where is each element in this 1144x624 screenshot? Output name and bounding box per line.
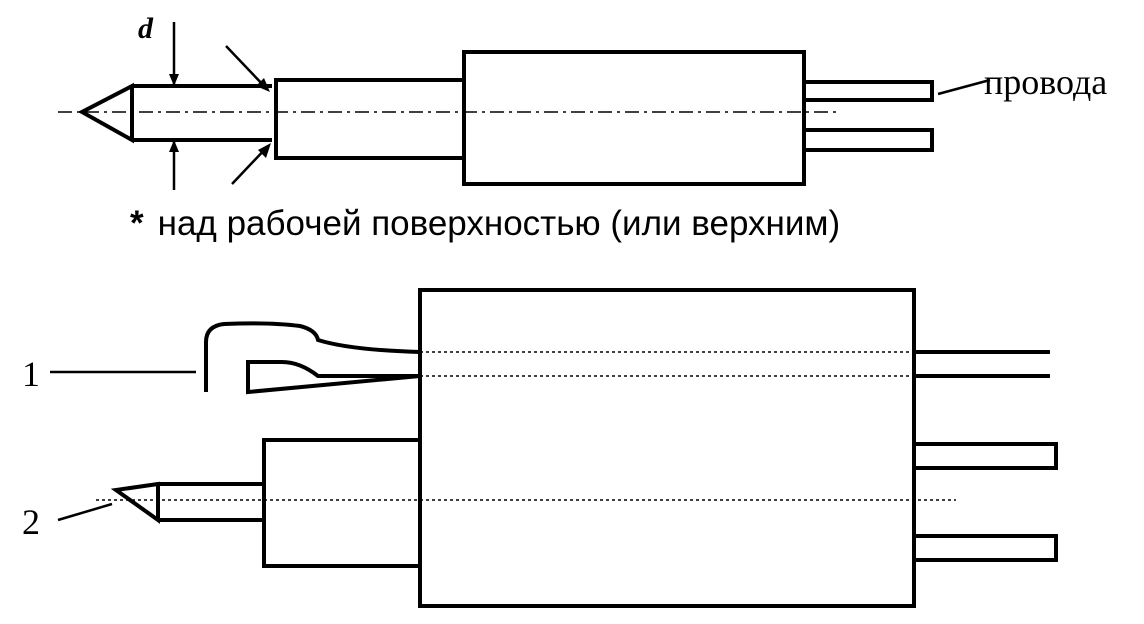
bottom-wire-2: [914, 442, 1058, 470]
top-wire-2: [804, 128, 934, 152]
dimension-arrow-bottom: [169, 140, 179, 152]
wires-label: провода: [984, 62, 1108, 102]
bottom-wire-1: [914, 350, 1050, 378]
part-2-label: 2: [22, 502, 40, 542]
pointer-arrowhead-lower: [258, 143, 271, 158]
bottom-housing: [418, 288, 916, 608]
top-housing: [462, 50, 806, 186]
part-1-label: 1: [22, 354, 40, 394]
bottom-wire-3: [914, 534, 1058, 562]
caption-marker: *: [130, 204, 144, 243]
dimension-label: d: [138, 12, 153, 45]
cone-tip-2: [110, 481, 264, 524]
bottom-tool: [50, 288, 1058, 608]
top-sleeve: [274, 78, 466, 160]
caption-text: над рабочей поверхностью (или верхним): [157, 204, 841, 243]
cone-leader: [57, 502, 113, 522]
caption: * над рабочей поверхностью (или верхним): [130, 206, 840, 241]
dimension-arrow-top: [169, 74, 179, 86]
wires-leader: [937, 78, 991, 96]
top-conical-tip: [77, 82, 134, 144]
top-wire-1: [804, 80, 934, 102]
pointer-arrow-upper: [225, 45, 267, 89]
top-tool: [58, 22, 991, 190]
bottom-sleeve: [262, 438, 422, 568]
hook-tip-1: [204, 321, 421, 395]
top-shank: [132, 84, 272, 142]
pointer-arrowhead-upper: [256, 78, 270, 92]
